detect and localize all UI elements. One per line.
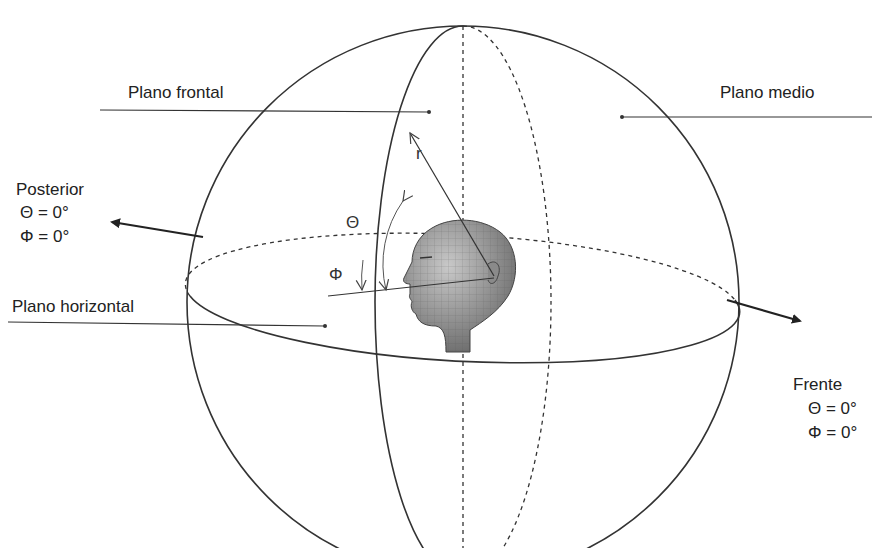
angle-symbol: Φ [329, 266, 343, 285]
leader-dot [427, 110, 431, 114]
direction-label: Posterior [16, 181, 84, 200]
leader-line [8, 322, 324, 326]
plane-label: Plano frontal [128, 84, 223, 103]
theta-arc [383, 201, 403, 290]
sphere-outline [187, 26, 739, 548]
posterior-arrow [112, 222, 203, 237]
direction-label: Frente [793, 376, 842, 395]
leader-line [100, 110, 428, 112]
reference-line [328, 278, 494, 296]
leader-line [622, 116, 872, 117]
angle-value: Φ = 0° [808, 424, 857, 443]
leader-dot [323, 324, 327, 328]
angle-symbol: Θ [346, 214, 359, 233]
vector-label: r [416, 145, 422, 164]
phi-arc [362, 260, 363, 290]
angle-value: Θ = 0° [808, 400, 857, 419]
leader-dot [620, 115, 624, 119]
angle-value: Φ = 0° [20, 228, 69, 247]
radius-vector [410, 133, 494, 276]
plane-label: Plano horizontal [12, 298, 134, 317]
plane-label: Plano medio [720, 84, 815, 103]
angle-value: Θ = 0° [20, 204, 69, 223]
front-arrow [727, 300, 800, 321]
